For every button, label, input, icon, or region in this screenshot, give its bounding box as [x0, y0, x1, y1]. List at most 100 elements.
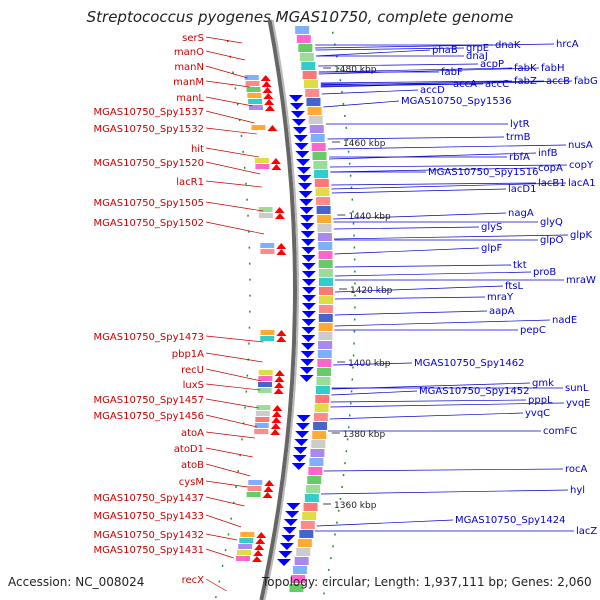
- forward-gene-arrow: [276, 249, 287, 255]
- reverse-gene-arrow: [301, 327, 316, 334]
- gene-block: [311, 143, 326, 151]
- kbp-tick-label: 1360 kbp: [334, 501, 377, 511]
- left-gene-label: luxS: [183, 380, 204, 391]
- right-leader-line: [331, 188, 507, 194]
- page-title: Streptococcus pyogenes MGAS10750, comple…: [86, 8, 514, 26]
- reverse-gene-arrow: [301, 247, 316, 254]
- right-leader-line: [315, 47, 465, 51]
- gene-block: [318, 269, 333, 277]
- gene-block: [318, 242, 333, 250]
- gene-block: [306, 98, 321, 106]
- gene-block: [291, 575, 306, 583]
- gene-block: [303, 80, 318, 88]
- kbp-tick-label: 1380 kbp: [343, 430, 386, 440]
- left-gene-label: MGAS10750_Spy1505: [94, 198, 204, 209]
- reverse-gene-arrow: [301, 303, 316, 310]
- right-gene-label: nagA: [508, 208, 534, 219]
- reverse-gene-arrow: [301, 263, 316, 270]
- gene-block: [307, 476, 322, 484]
- left-leader-line: [205, 180, 262, 188]
- reverse-gene-arrow: [291, 463, 306, 470]
- forward-gene-arrow: [276, 330, 287, 336]
- right-gene-label: tkt: [513, 260, 527, 271]
- forward-gene-block: [256, 405, 271, 410]
- gene-block: [316, 368, 331, 376]
- right-leader-line: [331, 390, 418, 396]
- gene-block: [318, 251, 333, 259]
- left-leader-line: [205, 480, 248, 488]
- right-gene-label: gmk: [532, 378, 554, 389]
- reverse-gene-arrow: [301, 271, 316, 278]
- reverse-gene-arrow: [301, 295, 316, 302]
- left-leader-line: [205, 533, 238, 541]
- reverse-gene-arrow: [301, 239, 316, 246]
- left-gene-label: MGAS10750_Spy1457: [94, 395, 204, 406]
- reverse-gene-arrow: [283, 519, 298, 526]
- reverse-gene-arrow: [300, 215, 315, 222]
- right-gene-label: acpP: [480, 59, 504, 70]
- gene-block: [312, 431, 327, 439]
- right-gene-label: proB: [533, 267, 556, 278]
- forward-gene-block: [255, 417, 270, 422]
- right-gene-label: lacD1: [508, 184, 536, 195]
- gene-block: [317, 224, 332, 232]
- forward-gene-arrow: [276, 243, 287, 249]
- forward-gene-block: [258, 376, 273, 381]
- reverse-gene-arrow: [299, 199, 314, 206]
- right-gene-label: grpE: [466, 43, 489, 54]
- left-leader-line: [205, 431, 255, 439]
- gene-block: [317, 233, 332, 241]
- gene-block: [318, 296, 333, 304]
- right-leader-line: [333, 212, 507, 220]
- gene-block: [310, 134, 325, 142]
- reverse-gene-arrow: [293, 447, 308, 454]
- reverse-gene-arrow: [301, 319, 316, 326]
- right-gene-label: accC: [485, 79, 509, 90]
- gene-block: [316, 206, 331, 214]
- reverse-gene-arrow: [298, 191, 313, 198]
- left-gene-label: atoB: [181, 460, 204, 471]
- forward-gene-block: [260, 243, 275, 248]
- left-gene-label: manO: [174, 47, 204, 58]
- gene-block: [298, 44, 313, 52]
- reverse-gene-arrow: [276, 559, 291, 566]
- left-gene-label: MGAS10750_Spy1433: [94, 511, 204, 522]
- gene-block: [318, 323, 333, 331]
- forward-gene-arrow: [262, 87, 273, 93]
- forward-gene-arrow: [267, 125, 278, 131]
- left-leader-line: [205, 496, 245, 507]
- right-gene-label: mraW: [566, 275, 596, 286]
- gene-block: [317, 359, 332, 367]
- forward-gene-block: [246, 492, 261, 497]
- forward-gene-block: [258, 382, 273, 387]
- reverse-gene-arrow: [281, 535, 296, 542]
- forward-gene-block: [240, 532, 255, 537]
- right-gene-label: glpF: [481, 243, 502, 254]
- reverse-gene-arrow: [296, 167, 311, 174]
- left-gene-label: manL: [176, 93, 204, 104]
- right-leader-line: [331, 182, 567, 190]
- left-gene-label: MGAS10750_Spy1473: [94, 332, 204, 343]
- left-gene-label: manM: [173, 77, 204, 88]
- reverse-gene-arrow: [301, 343, 316, 350]
- forward-gene-block: [260, 249, 275, 254]
- reverse-gene-arrow: [295, 431, 310, 438]
- right-gene-label: fabG: [574, 76, 598, 87]
- left-leader-line: [205, 414, 258, 428]
- right-leader-line: [328, 144, 567, 150]
- right-gene-label: yvqC: [525, 408, 550, 419]
- right-gene-label: fabH: [541, 63, 565, 74]
- forward-gene-arrow: [270, 423, 281, 429]
- gene-block: [307, 107, 322, 115]
- gene-block: [308, 116, 323, 124]
- left-leader-line: [205, 352, 263, 363]
- left-leader-line: [205, 127, 257, 135]
- gene-block: [299, 53, 314, 61]
- right-gene-label: copY: [569, 160, 594, 171]
- gene-block: [318, 314, 333, 322]
- forward-gene-block: [258, 207, 273, 212]
- inner-gc-track: [214, 39, 251, 600]
- gene-block: [299, 530, 314, 538]
- right-leader-line: [333, 362, 413, 366]
- left-leader-line: [205, 80, 251, 88]
